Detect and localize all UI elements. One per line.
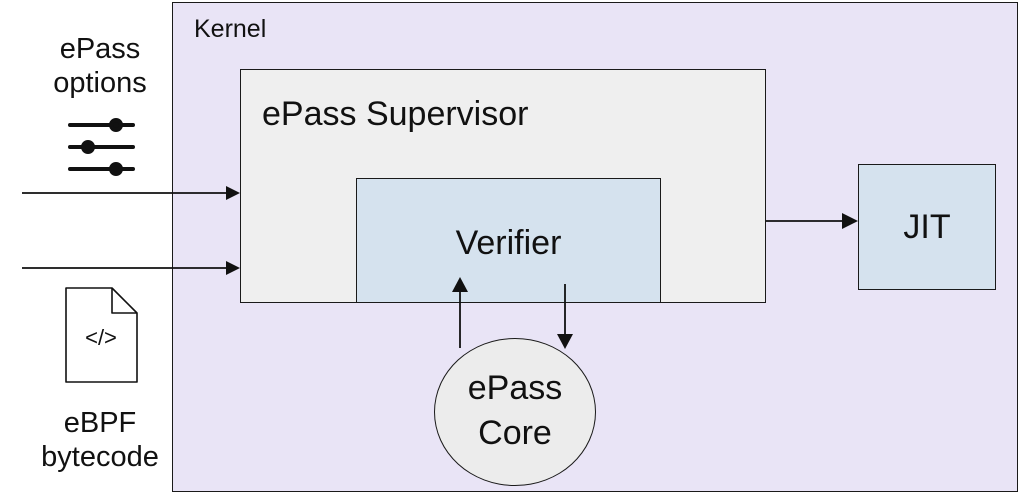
verifier-label: Verifier <box>455 224 562 262</box>
core-label-line1: ePass <box>467 369 563 407</box>
kernel-label: Kernel <box>194 15 267 43</box>
core-circle <box>434 338 596 486</box>
core-label: ePass Core <box>434 366 596 456</box>
sliders-icon <box>68 118 135 176</box>
bytecode-label: eBPF bytecode <box>20 406 180 474</box>
options-label-line1: ePass <box>59 33 141 65</box>
bytecode-label-line2: bytecode <box>41 441 159 473</box>
jit-box <box>858 164 996 290</box>
supervisor-label: ePass Supervisor <box>262 95 529 133</box>
code-file-icon-text: </> <box>85 325 117 350</box>
core-label-line2: Core <box>478 414 552 452</box>
options-label: ePass options <box>30 32 170 100</box>
verifier-box <box>356 178 661 303</box>
jit-label: JIT <box>903 208 951 246</box>
bytecode-label-line1: eBPF <box>63 407 137 439</box>
code-file-icon: </> <box>65 287 138 383</box>
options-label-line2: options <box>53 67 147 99</box>
